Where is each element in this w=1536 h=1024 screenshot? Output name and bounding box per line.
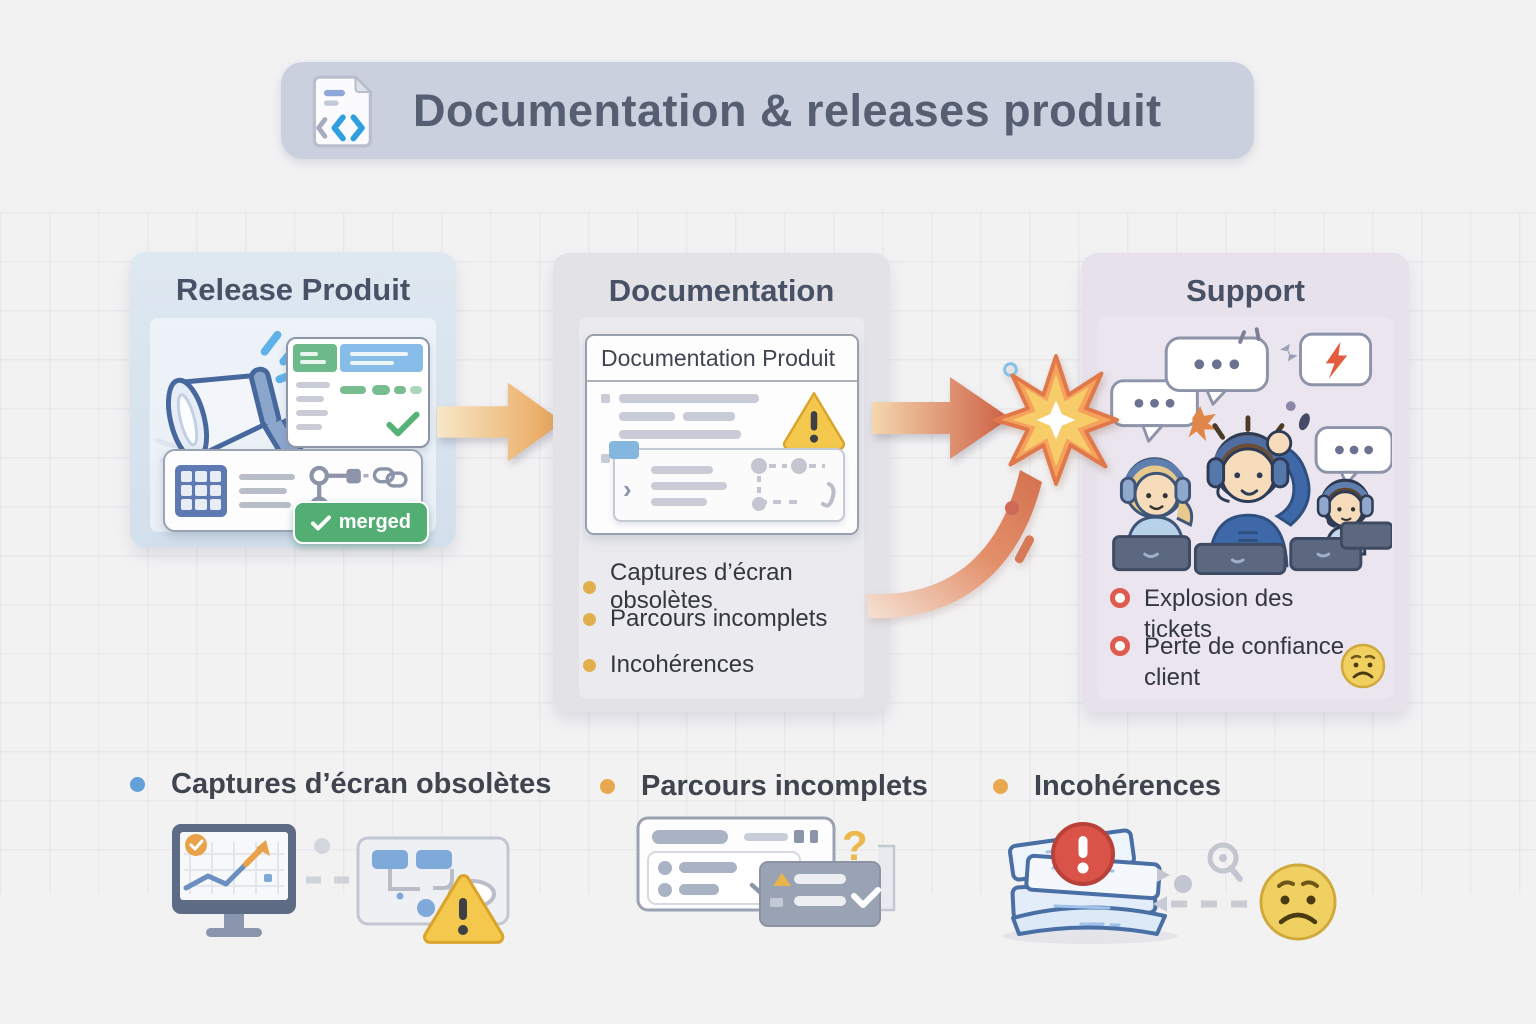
doc-card-body: ›: [587, 382, 857, 527]
screenshots-illustration: [172, 824, 510, 944]
sad-face-emoji: [1340, 643, 1386, 689]
feedback-curve-arrow: [866, 470, 1042, 619]
release-notes-card: [286, 337, 430, 448]
doc-card: Documentation Produit ›: [585, 334, 859, 535]
link-icon: [372, 466, 408, 488]
release-pipeline-card: merged: [163, 449, 429, 544]
merged-label: merged: [338, 511, 411, 533]
title-banner: Documentation & releases produit: [281, 62, 1254, 159]
code-document-icon: [312, 74, 373, 147]
lightning-icon: [1325, 341, 1348, 379]
inconsistencies-illustration: [1002, 822, 1337, 944]
worried-face-emoji: [1259, 863, 1337, 941]
support-issue-item: Explosion des tickets: [1110, 583, 1356, 645]
green-label-block: [293, 344, 337, 372]
documentation-to-support-arrow: [872, 377, 1010, 459]
blue-title-block: [340, 344, 423, 372]
bullet-dot: [583, 612, 596, 626]
legend-item-inconsistencies: Incohérences: [993, 770, 1221, 803]
journeys-illustration: [636, 816, 896, 927]
bullet-ring: [1110, 588, 1130, 608]
blue-tab-icon: [609, 441, 639, 459]
guide-subcard: ›: [609, 441, 845, 522]
support-issue-item: Perte de confiance client: [1110, 631, 1356, 693]
panel-release: Release Produit: [130, 252, 456, 547]
doc-card-title: Documentation Produit: [587, 336, 857, 382]
release-to-documentation-arrow: [437, 382, 564, 462]
warning-triangle-icon: [783, 392, 845, 450]
mini-flow-icon: [751, 458, 836, 511]
release-card-body: [288, 372, 428, 441]
merged-badge: merged: [292, 501, 429, 544]
check-icon: [386, 411, 420, 437]
panel-header-release: Release Produit: [175, 272, 411, 307]
bullet-dot: [993, 779, 1008, 794]
panel-header-support: Support: [1186, 273, 1305, 308]
bullet-ring: [1110, 636, 1130, 656]
checklist-lines: [239, 473, 297, 508]
panel-support: Support: [1082, 253, 1409, 712]
list-square: [601, 454, 610, 463]
release-card-header: [288, 339, 428, 372]
support-team-illustration: [1110, 327, 1392, 576]
magnifier-icon: [1207, 842, 1243, 882]
megaphone-icon: [155, 330, 304, 471]
bullet-dot: [583, 658, 596, 672]
bullet-dot: [130, 777, 145, 792]
doc-issue-item: Incohérences: [583, 651, 754, 679]
form-cards-icon: [636, 816, 896, 927]
bullet-dot: [600, 779, 615, 794]
collision-burst-icon: [993, 354, 1119, 486]
warning-triangle-icon: [423, 874, 505, 944]
doc-issue-item: Captures d’écran obsolètes: [583, 559, 890, 615]
panel-documentation: Documentation Documentation Produit ›: [553, 253, 890, 712]
legend-item-screenshots: Captures d’écran obsolètes: [130, 768, 551, 801]
chevron-right-icon: ›: [623, 474, 632, 504]
check-icon: [310, 515, 331, 530]
bullet-dot: [583, 580, 596, 594]
legend-item-journeys: Parcours incomplets: [600, 770, 928, 803]
page-title: Documentation & releases produit: [413, 84, 1162, 136]
monitor-chart-icon: [172, 824, 296, 937]
list-square: [601, 394, 610, 403]
doc-issue-item: Parcours incomplets: [583, 605, 827, 633]
alert-badge-icon: [1051, 822, 1115, 886]
panel-header-documentation: Documentation: [608, 273, 835, 308]
question-mark: ?: [842, 822, 868, 869]
data-table-icon: [175, 464, 227, 517]
